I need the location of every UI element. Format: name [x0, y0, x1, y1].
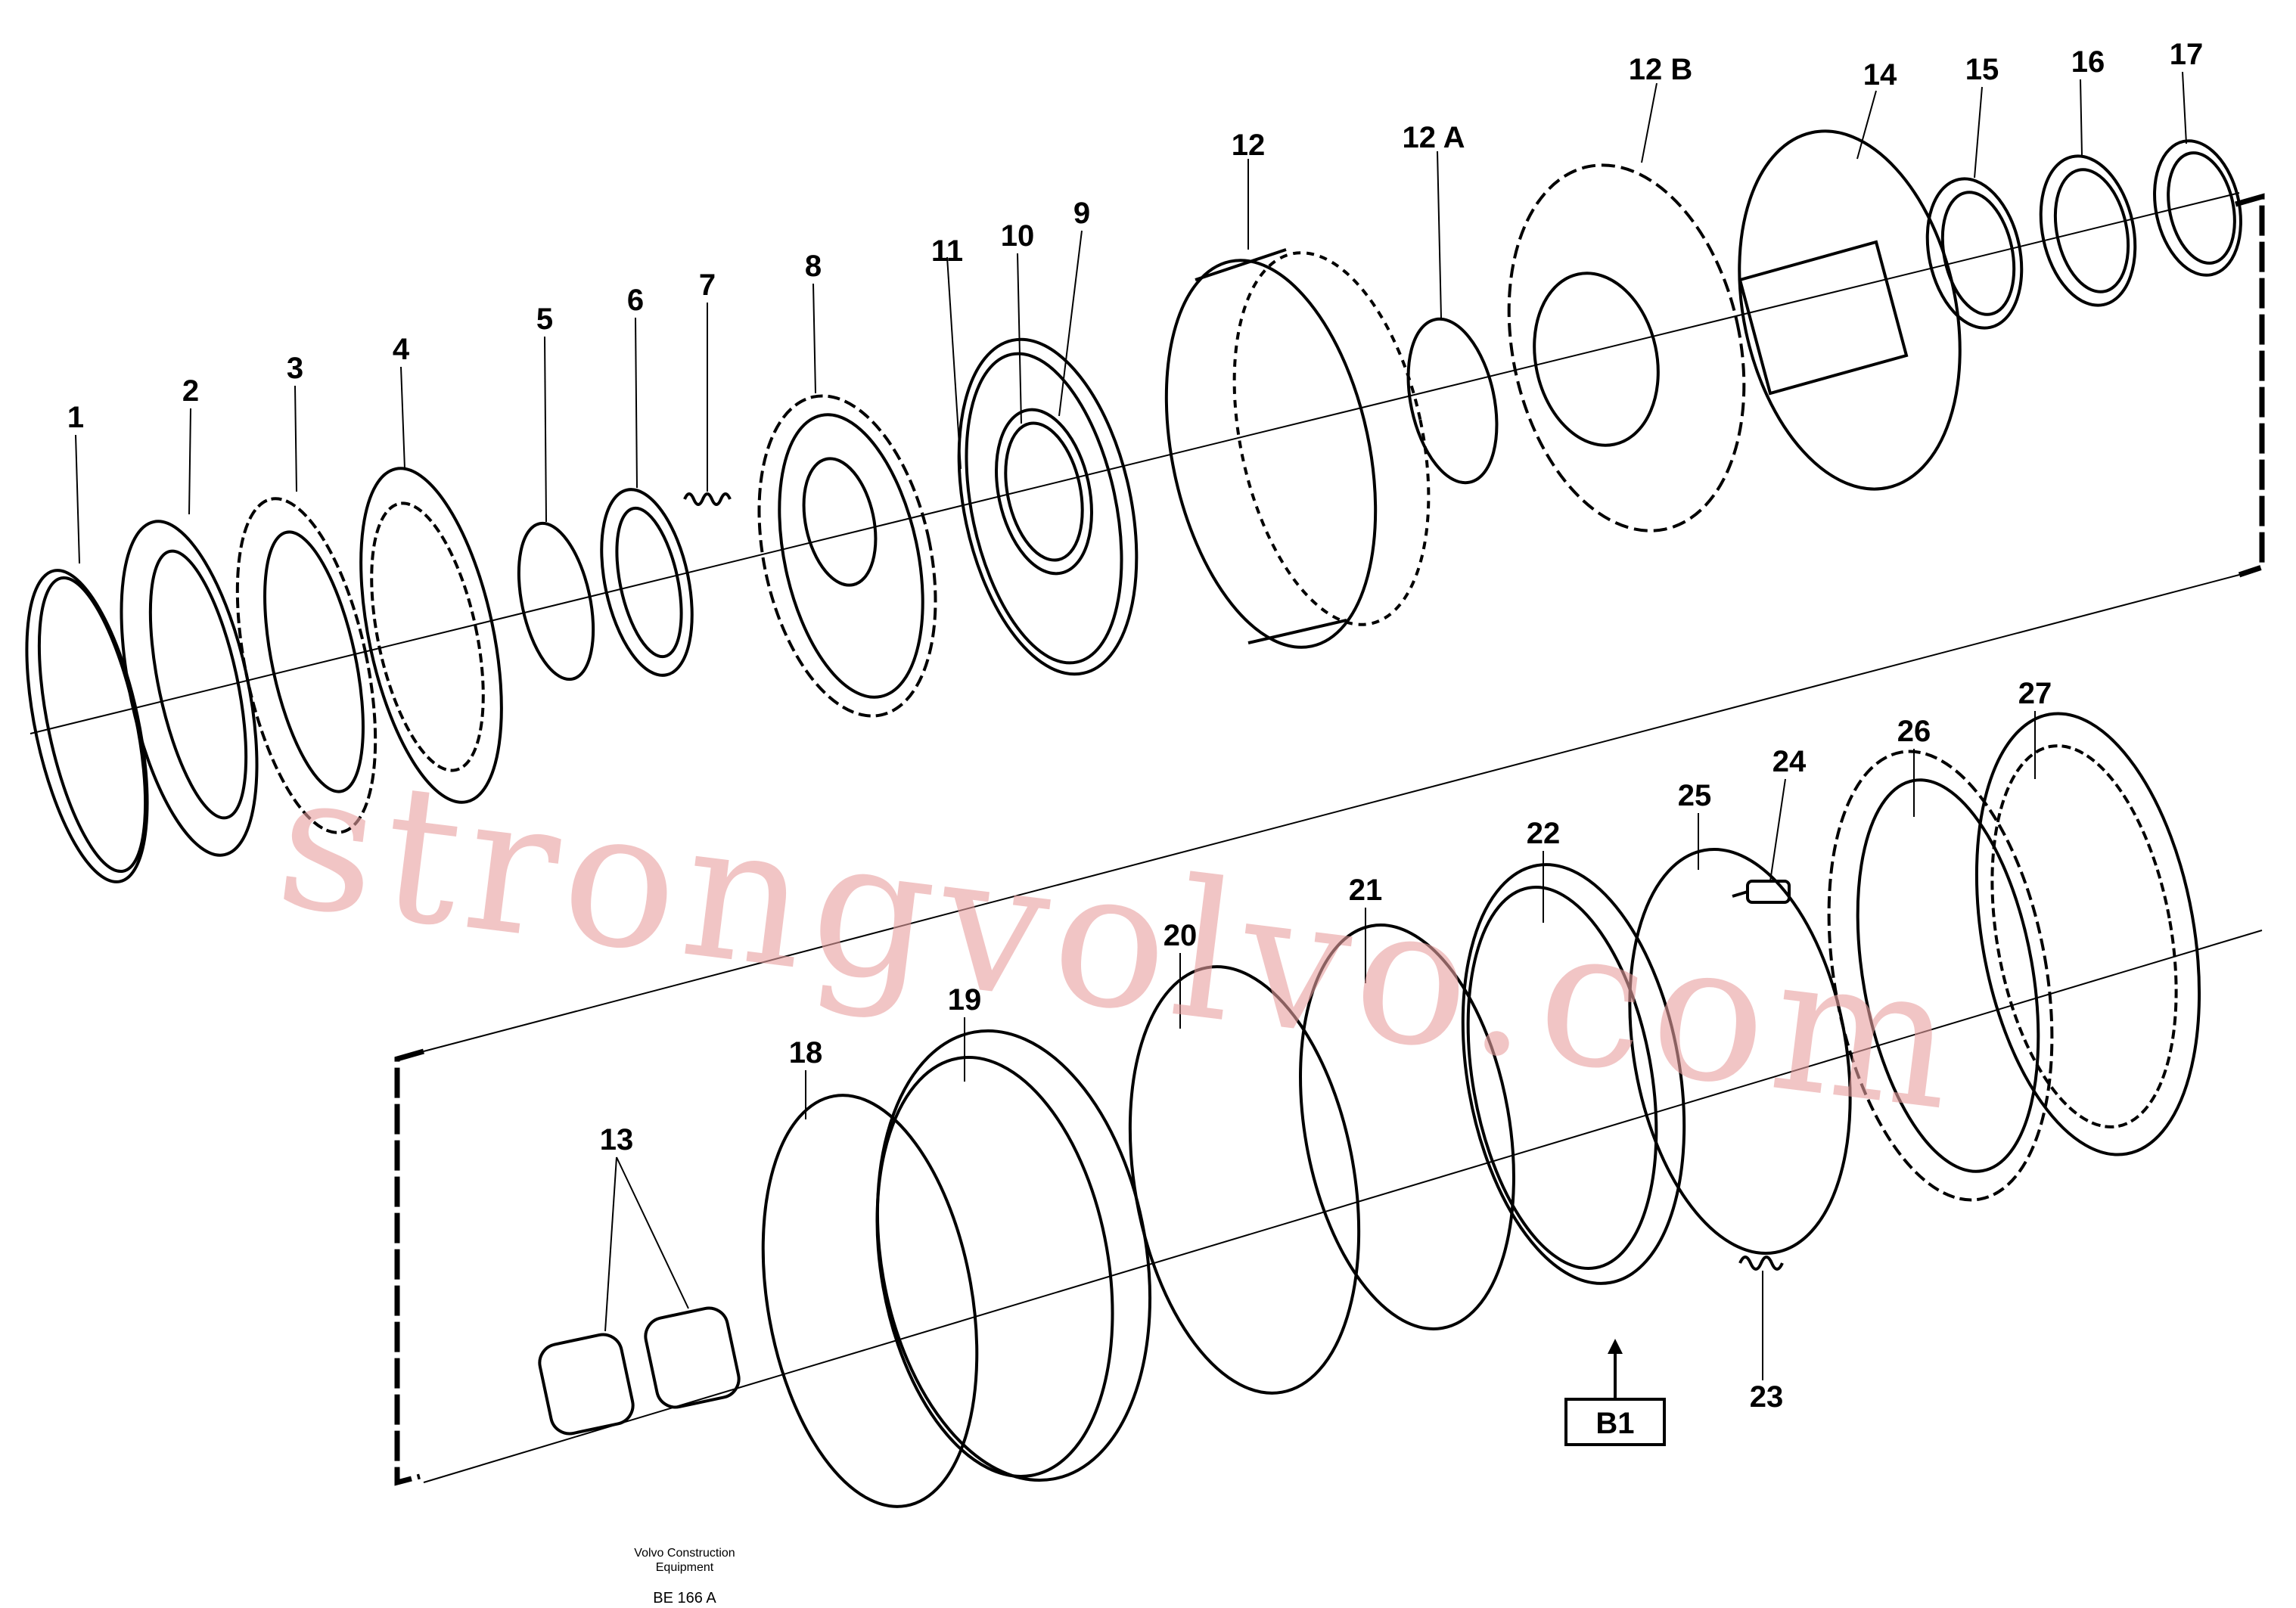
part-12-clutch-drum [1164, 248, 1431, 649]
part-10-seal [995, 408, 1093, 576]
label-18: 18 [789, 1036, 823, 1069]
part-6-bearing-race [600, 488, 694, 677]
watermark-text: strongvolvo.com [267, 728, 1973, 1153]
label-14: 14 [1863, 58, 1897, 92]
label-4: 4 [393, 333, 410, 366]
part-12b-gear-shaft [1507, 163, 1909, 532]
label-15: 15 [1965, 53, 1999, 86]
caption-line-1: Volvo Construction [634, 1547, 735, 1560]
caption-line-2: Equipment [656, 1561, 714, 1574]
label-12b: 12 B [1629, 53, 1693, 86]
label-27: 27 [2018, 677, 2052, 710]
part-1-snap-ring [25, 569, 149, 883]
label-22: 22 [1527, 817, 1561, 850]
part-17-seal [2153, 139, 2242, 277]
label-11: 11 [931, 234, 963, 268]
part-4-friction-disc [359, 467, 503, 804]
part-20-seal [1128, 965, 1361, 1395]
part-11-piston-disc [957, 337, 1139, 676]
part-5-ring [517, 521, 595, 681]
bracket-link-line [423, 574, 2240, 1052]
label-12a: 12 A [1402, 121, 1465, 154]
left-bracket [394, 1048, 424, 1486]
part-12a-ring [1406, 317, 1499, 485]
part-2-plate [120, 520, 259, 857]
part-14-snap-ring [1738, 129, 1962, 491]
part-8-gear-hub [757, 394, 937, 718]
part-15-bearing [1925, 177, 2024, 330]
label-24: 24 [1772, 745, 1807, 778]
label-21: 21 [1349, 874, 1383, 907]
right-bracket [2235, 193, 2265, 578]
part-23-spring [1738, 1256, 1784, 1271]
label-3: 3 [287, 352, 303, 385]
label-8: 8 [805, 250, 822, 283]
lower-axis-line [423, 930, 2263, 1483]
upper-axis-line [30, 192, 2240, 734]
part-22-piston [1461, 863, 1686, 1285]
label-12: 12 [1232, 129, 1266, 162]
part-18-snap-ring [761, 1094, 979, 1508]
label-20: 20 [1164, 919, 1198, 952]
label-17: 17 [2170, 38, 2204, 71]
label-10: 10 [1001, 219, 1035, 253]
label-7: 7 [699, 269, 716, 302]
label-26: 26 [1897, 715, 1931, 748]
label-2: 2 [182, 374, 199, 408]
label-16: 16 [2071, 45, 2105, 79]
caption: Volvo Construction Equipment BE 166 A [634, 1547, 735, 1606]
label-23: 23 [1750, 1380, 1784, 1414]
label-5: 5 [536, 303, 553, 336]
callout-b1-label: B1 [1595, 1407, 1634, 1440]
leader-lines [75, 71, 2187, 1380]
part-24-screw [1732, 880, 1791, 904]
label-1: 1 [67, 401, 84, 434]
part-labels: 1 2 3 4 5 6 7 8 9 10 11 12 12 A 12 B 14 … [67, 38, 2203, 1440]
part-27-friction-disc [1974, 712, 2201, 1156]
part-16-bearing [2039, 154, 2137, 307]
part-25-plate [1628, 847, 1852, 1256]
label-9: 9 [1073, 197, 1090, 230]
part-21-seal [1299, 924, 1515, 1330]
drawing-code: BE 166 A [653, 1590, 716, 1606]
callout-b1 [1564, 1339, 1666, 1446]
part-7-spring [683, 492, 732, 506]
label-25: 25 [1678, 779, 1712, 812]
label-19: 19 [948, 983, 982, 1017]
label-13: 13 [600, 1123, 634, 1156]
label-6: 6 [627, 284, 644, 317]
part-3-gear-disc [235, 497, 377, 834]
part-13-bushings [538, 1306, 741, 1436]
